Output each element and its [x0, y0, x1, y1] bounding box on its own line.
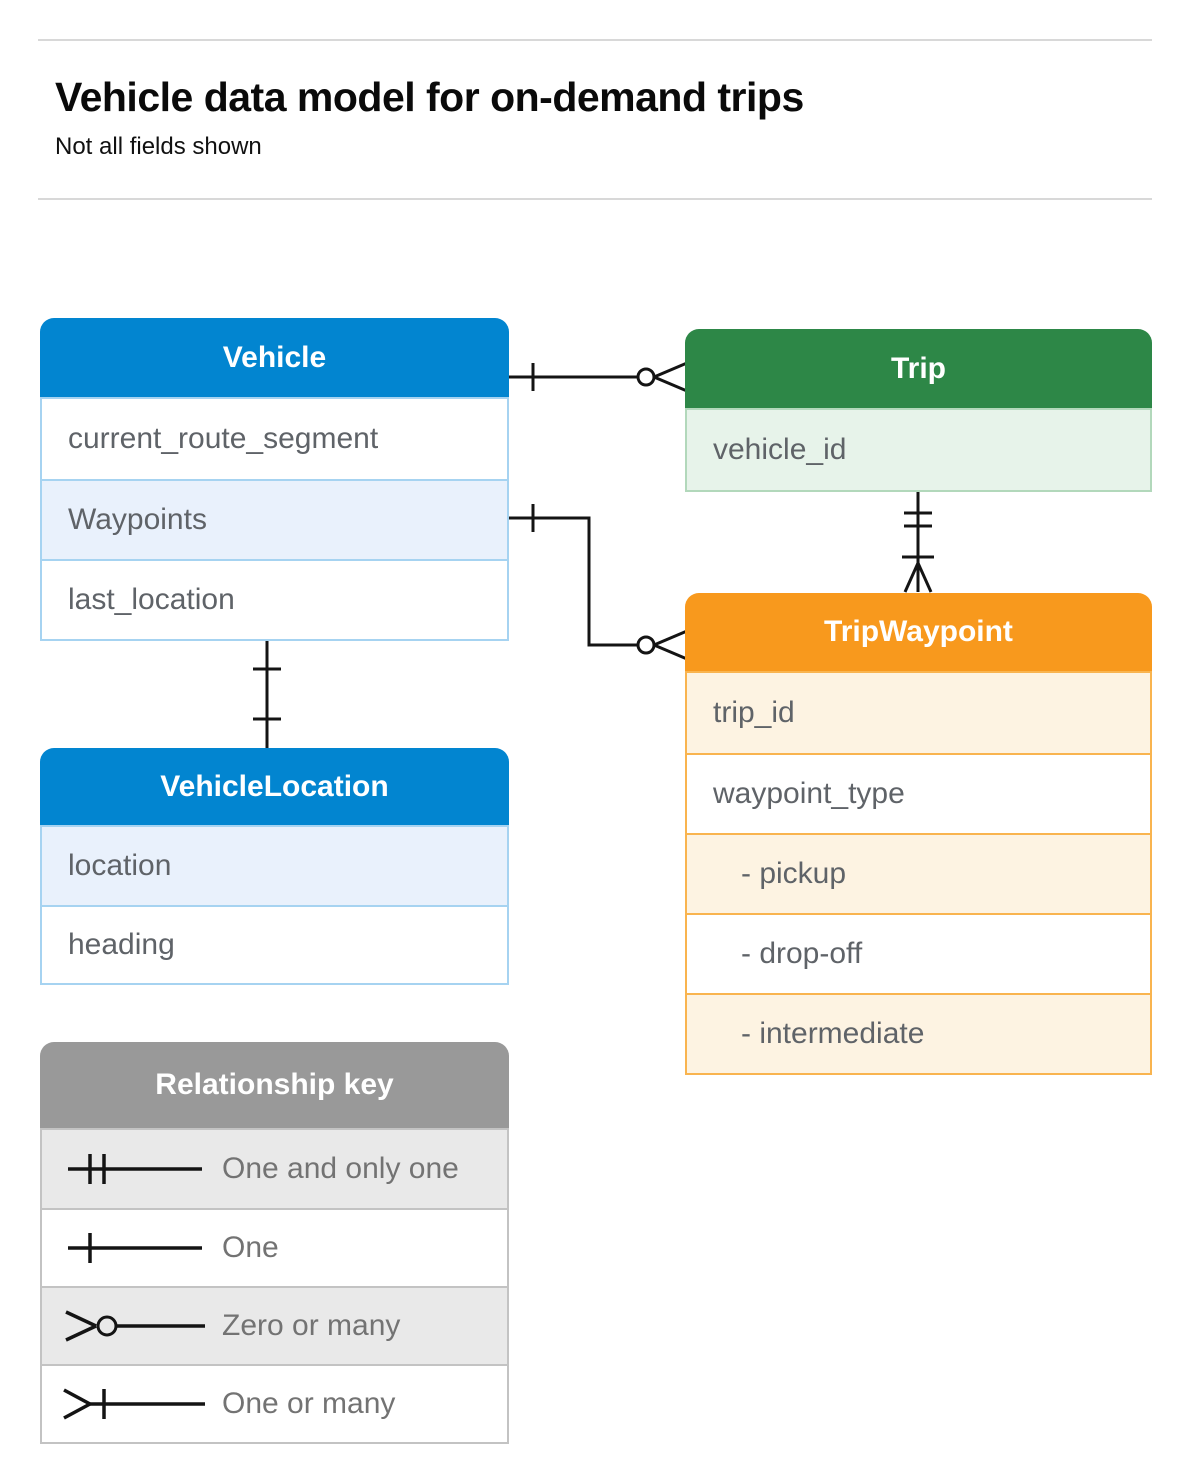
field-label: waypoint_type — [713, 777, 905, 810]
field-row: vehicle_id — [687, 410, 1150, 490]
entity-fields-vehicle: current_route_segment Waypoints last_loc… — [40, 397, 509, 641]
field-row: trip_id — [687, 673, 1150, 753]
entity-header-trip: Trip — [685, 329, 1152, 408]
one-icon — [68, 1233, 202, 1263]
field-row: last_location — [42, 559, 507, 639]
field-row: - intermediate — [687, 993, 1150, 1073]
field-row: - pickup — [687, 833, 1150, 913]
field-row: Waypoints — [42, 479, 507, 559]
zero-or-many-icon — [65, 1310, 205, 1342]
entity-table-tripwaypoint: TripWaypoint trip_id waypoint_type - pic… — [685, 593, 1152, 1075]
field-label: Waypoints — [68, 503, 207, 536]
field-label: - intermediate — [741, 1017, 925, 1050]
connector-waypoints-tripwaypoint — [509, 504, 688, 661]
entity-title: TripWaypoint — [824, 615, 1013, 648]
entity-table-vehiclelocation: VehicleLocation location heading — [40, 748, 509, 985]
field-row: - drop-off — [687, 913, 1150, 993]
entity-header-vehiclelocation: VehicleLocation — [40, 748, 509, 825]
entity-title: Trip — [890, 351, 946, 385]
legend-item: Zero or many — [42, 1286, 507, 1364]
relationship-key-items: One and only one One Zero or many — [40, 1128, 509, 1444]
field-label: vehicle_id — [713, 433, 847, 466]
legend-item-label: Zero or many — [222, 1309, 401, 1342]
field-row: current_route_segment — [42, 399, 507, 479]
relationship-key: Relationship key One and only one One — [40, 1042, 509, 1444]
field-label: trip_id — [713, 696, 795, 729]
legend-item: One — [42, 1208, 507, 1286]
connector-vehicle-vehiclelocation — [253, 638, 281, 748]
field-label: current_route_segment — [68, 422, 379, 455]
field-label: location — [68, 849, 172, 882]
field-label: - drop-off — [741, 937, 863, 970]
legend-item-label: One — [222, 1231, 279, 1264]
top-divider — [38, 39, 1152, 41]
entity-title: Vehicle — [222, 340, 327, 374]
connector-trip-tripwaypoint — [902, 489, 934, 593]
legend-item-label: One or many — [222, 1387, 396, 1420]
entity-table-trip: Trip vehicle_id — [685, 329, 1152, 492]
entity-header-vehicle: Vehicle — [40, 318, 509, 397]
entity-fields-trip: vehicle_id — [685, 408, 1152, 492]
subtitle-divider — [38, 198, 1152, 200]
connector-vehicle-trip — [509, 361, 688, 393]
entity-fields-vehiclelocation: location heading — [40, 825, 509, 985]
one-or-many-icon — [63, 1388, 205, 1420]
one-and-only-one-icon — [68, 1154, 202, 1184]
entity-title: VehicleLocation — [160, 769, 389, 803]
legend-item: One or many — [42, 1364, 507, 1442]
legend-item-label: One and only one — [222, 1152, 459, 1185]
field-row: waypoint_type — [687, 753, 1150, 833]
relationship-key-header: Relationship key — [40, 1042, 509, 1128]
field-label: - pickup — [741, 857, 847, 890]
page-subtitle: Not all fields shown — [55, 133, 262, 160]
page-title: Vehicle data model for on-demand trips — [55, 74, 804, 120]
entity-fields-tripwaypoint: trip_id waypoint_type - pickup - drop-of… — [685, 671, 1152, 1075]
field-row: heading — [42, 905, 507, 983]
field-label: last_location — [68, 583, 235, 616]
field-label: heading — [68, 928, 175, 961]
entity-table-vehicle: Vehicle current_route_segment Waypoints … — [40, 318, 509, 641]
relationship-key-title: Relationship key — [155, 1068, 394, 1101]
legend-item: One and only one — [42, 1130, 507, 1208]
field-row: location — [42, 827, 507, 905]
entity-header-tripwaypoint: TripWaypoint — [685, 593, 1152, 671]
